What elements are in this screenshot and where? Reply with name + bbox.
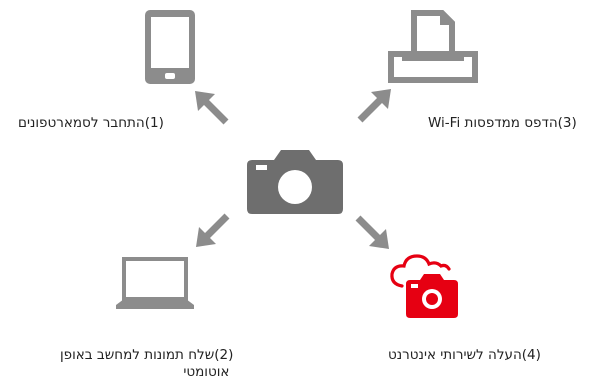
- cloud-camera-icon: [390, 254, 458, 318]
- option-printer[interactable]: [388, 10, 478, 90]
- camera-icon: [247, 150, 343, 214]
- option-smartphone[interactable]: [130, 8, 210, 88]
- label-laptop-line2: אוטומטי: [183, 364, 230, 380]
- smartphone-icon: [145, 10, 195, 84]
- arrow-to-smartphone: [195, 91, 229, 125]
- arrow-to-web: [355, 215, 389, 249]
- printer-icon: [388, 10, 478, 83]
- center-camera: [243, 145, 347, 217]
- laptop-icon: [116, 257, 194, 309]
- option-web-services[interactable]: [386, 250, 466, 322]
- arrow-to-laptop: [196, 213, 230, 247]
- arrow-to-printer: [357, 89, 391, 123]
- label-web-services: (4)העלה לשירותי אינטרנט: [388, 347, 541, 363]
- option-laptop[interactable]: [112, 253, 198, 315]
- label-printer: (3)הדפס ממדפסות Wi-Fi: [428, 115, 577, 131]
- label-laptop-line1: (2)שלח תמונות למחשב באופן: [60, 347, 234, 363]
- label-smartphone: (1)התחבר לסמארטפונים: [18, 115, 164, 131]
- label-laptop: (2)שלח תמונות למחשב באופן אוטומטי: [60, 347, 233, 381]
